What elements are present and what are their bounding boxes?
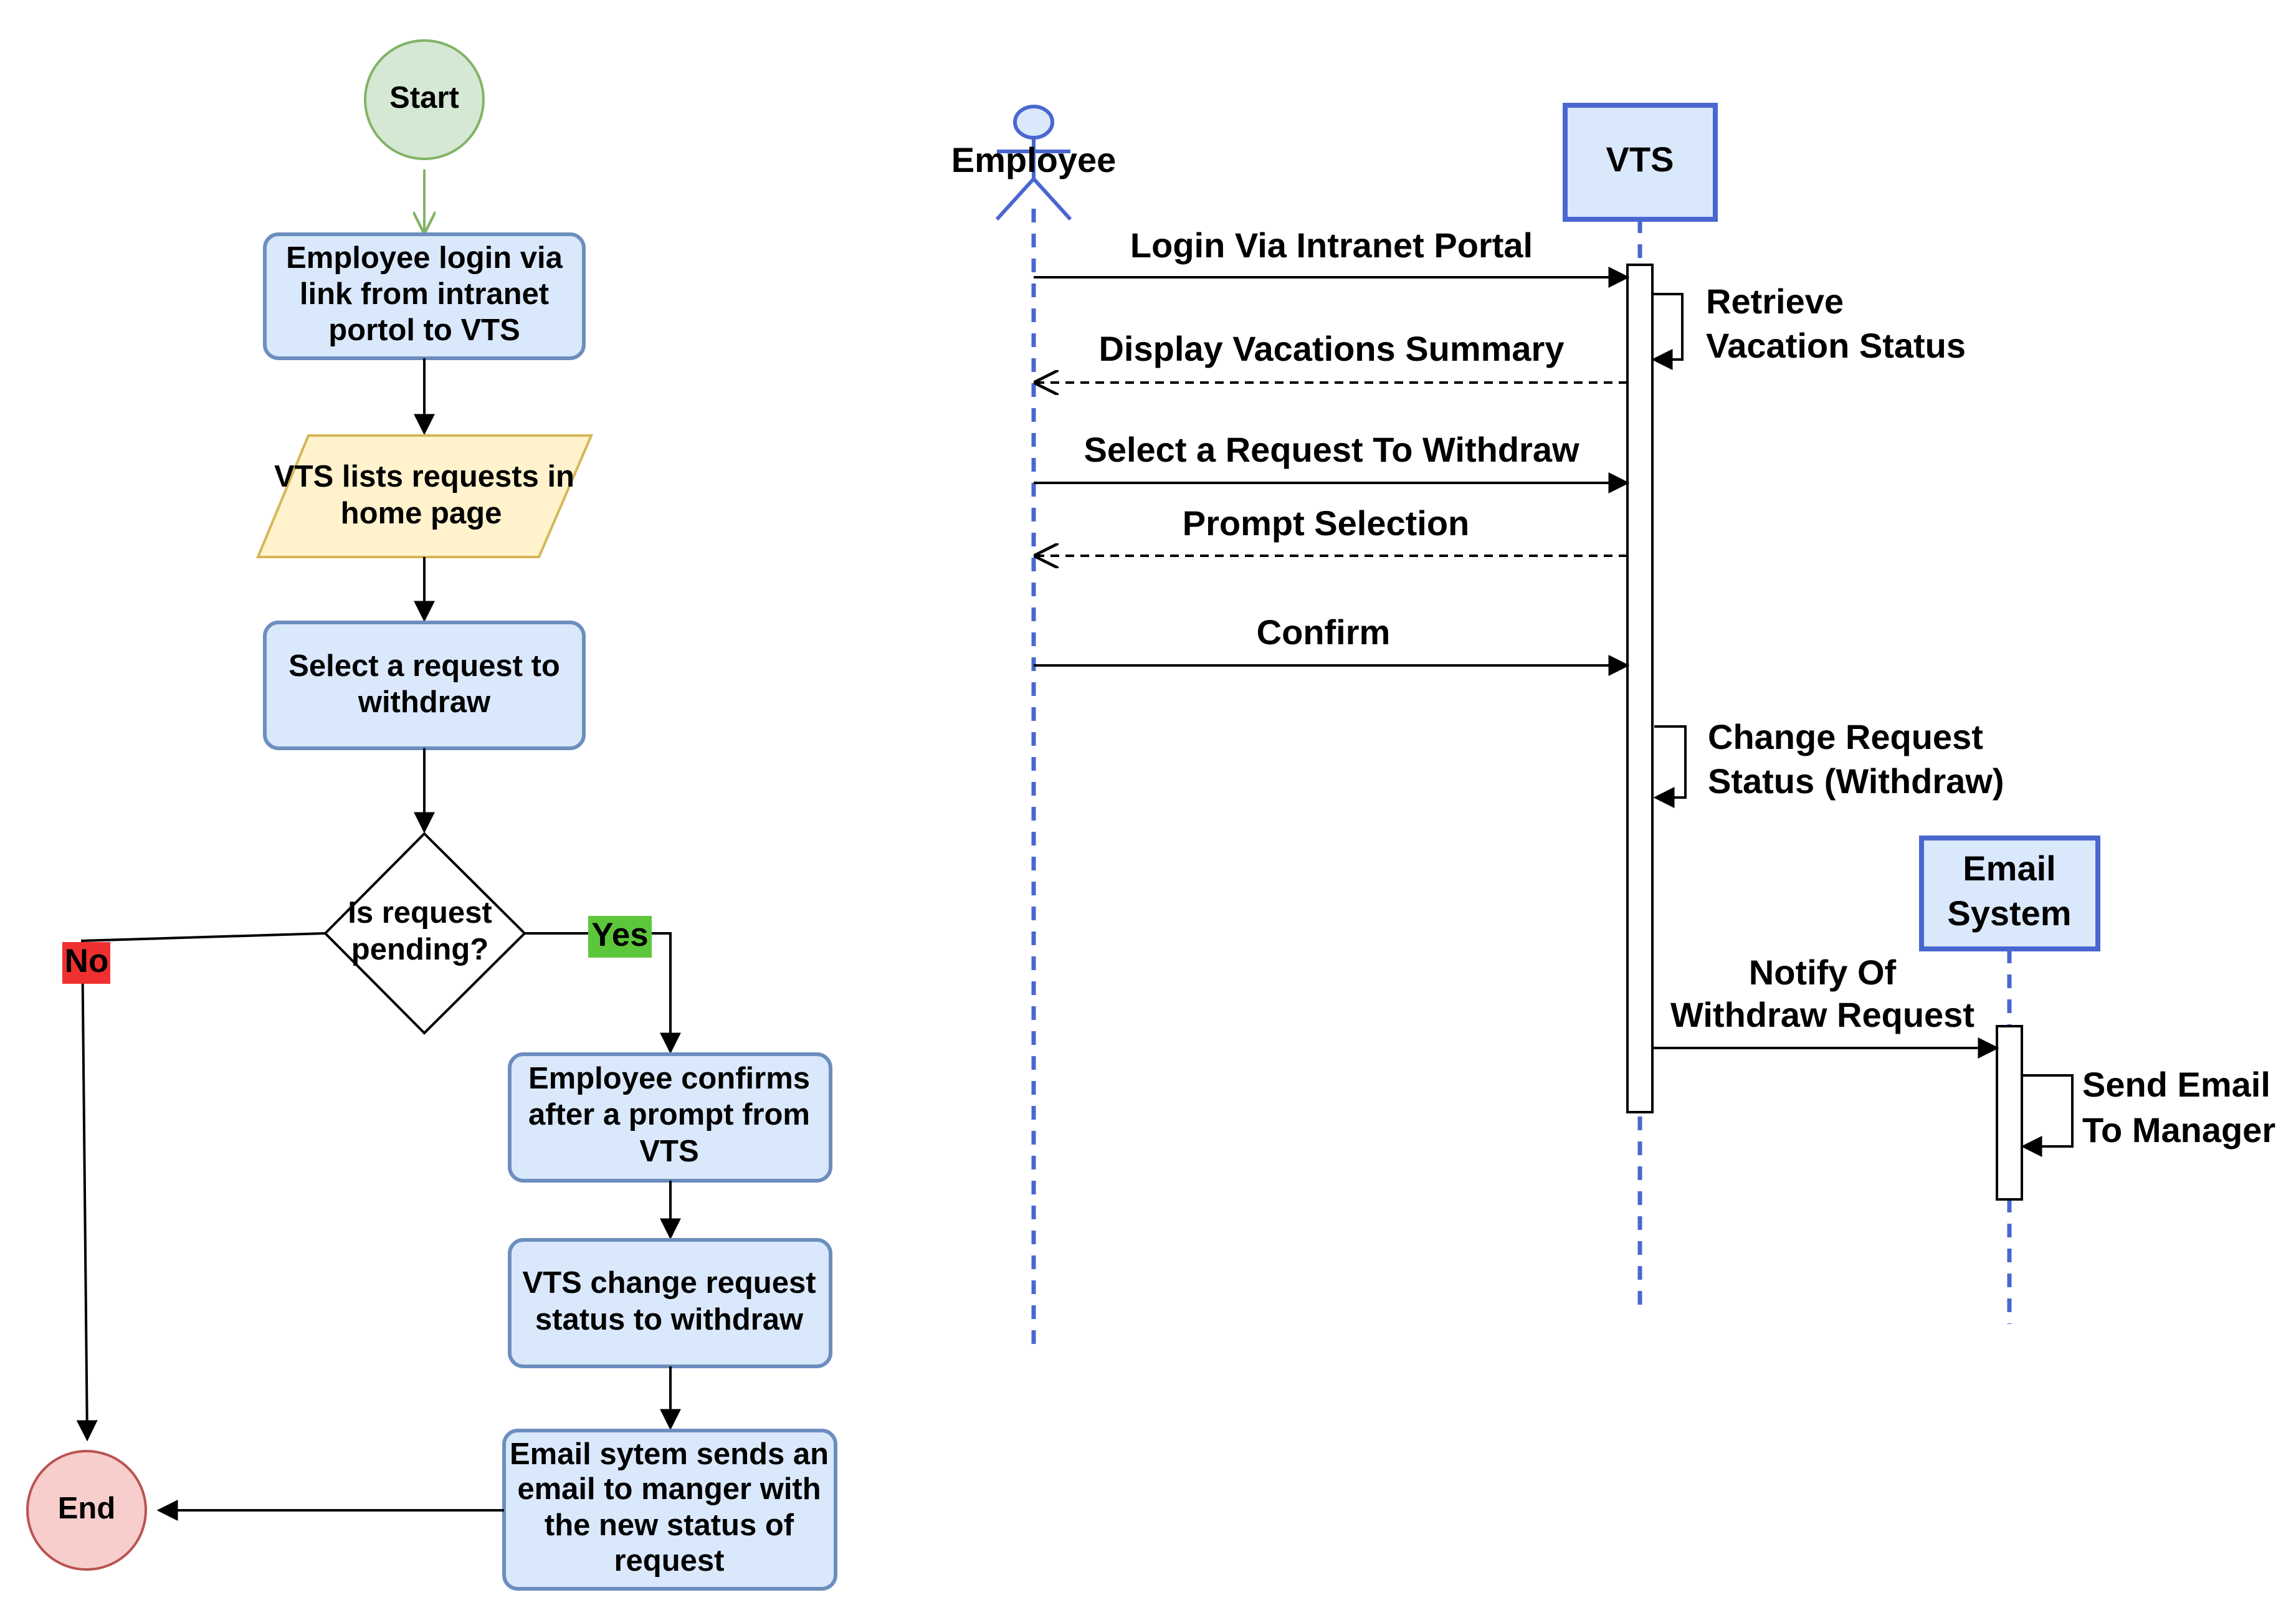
confirm-message: Confirm — [1034, 612, 1630, 676]
list-requests-io: VTS lists requests in home page — [256, 434, 594, 558]
select-message-label: Select a Request To Withdraw — [1084, 430, 1579, 469]
login-line-2: link from intranet — [300, 277, 549, 311]
no-label: No — [65, 943, 109, 979]
select-line-1: Select a request to — [288, 649, 560, 683]
decision-line-1: Is request — [348, 896, 492, 930]
list-requests-shape — [256, 434, 594, 558]
retrieve-line-1: Retrieve — [1706, 282, 1844, 321]
list-line-1: VTS lists requests in — [274, 460, 574, 493]
email-line-4: request — [614, 1544, 724, 1578]
notify-line-2: Withdraw Request — [1670, 995, 1974, 1034]
sequence-diagram: Employee VTS Email System Login Via Intr… — [951, 103, 2275, 1349]
no-branch-edge — [76, 932, 326, 1442]
end-label: End — [58, 1492, 116, 1525]
employee-actor: Employee — [951, 105, 1117, 1349]
change-line-1: VTS change request — [522, 1266, 816, 1300]
flowchart: Start Employee login via link from intra… — [26, 39, 837, 1591]
yes-badge: Yes — [588, 916, 652, 958]
vts-header-label: VTS — [1606, 140, 1674, 179]
login-process: Employee login via link from intranet po… — [263, 232, 586, 360]
yes-branch-edge — [525, 932, 681, 1054]
change-line-2: status to withdraw — [535, 1303, 804, 1336]
change-msg-line-1: Change Request — [1708, 717, 1983, 756]
end-circle — [26, 1450, 147, 1571]
yes-badge-bg — [588, 916, 652, 958]
retrieve-line-2: Vacation Status — [1706, 326, 1966, 365]
email-system-line-1: Email — [1963, 849, 2055, 888]
confirm-line-3: VTS — [639, 1135, 698, 1168]
prompt-message-label: Prompt Selection — [1183, 503, 1470, 543]
yes-label: Yes — [591, 917, 648, 953]
no-badge-bg — [62, 942, 110, 984]
vts-participant: VTS — [1563, 103, 1718, 1316]
start-label: Start — [389, 81, 459, 115]
pending-decision: Is request pending? — [323, 832, 526, 1035]
prompt-message: Prompt Selection — [1036, 503, 1627, 556]
select-line-2: withdraw — [358, 685, 491, 719]
no-badge: No — [62, 942, 110, 984]
change-msg-line-2: Status (Withdraw) — [1708, 761, 2004, 801]
login-line-3: portol to VTS — [328, 313, 520, 347]
notify-message: Notify Of Withdraw Request — [1652, 953, 1999, 1059]
email-activation-bar — [1996, 1025, 2023, 1201]
send-line-2: To Manager — [2082, 1110, 2275, 1150]
confirm-message-label: Confirm — [1257, 612, 1391, 652]
login-line-1: Employee login via — [286, 241, 563, 275]
send-line-1: Send Email — [2082, 1065, 2270, 1104]
employee-actor-label: Employee — [951, 140, 1117, 179]
select-message: Select a Request To Withdraw — [1034, 430, 1630, 493]
confirm-line-2: after a prompt from — [528, 1098, 810, 1131]
login-message-label: Login Via Intranet Portal — [1130, 226, 1533, 265]
stick-figure-icon — [995, 105, 1072, 221]
send-email-self-arrow — [2021, 1074, 2074, 1157]
retrieve-self-arrow — [1651, 293, 1684, 370]
email-system-participant: Email System — [1919, 836, 2100, 1324]
vts-header-box — [1563, 103, 1718, 222]
change-self-message: Change Request Status (Withdraw) — [1653, 717, 2004, 808]
start-circle — [364, 39, 485, 160]
login-message: Login Via Intranet Portal — [1034, 226, 1630, 288]
change-status-process: VTS change request status to withdraw — [508, 1238, 832, 1368]
change-self-arrow — [1653, 725, 1687, 808]
confirm-line-1: Employee confirms — [528, 1062, 810, 1095]
email-line-3: the new status of — [545, 1508, 794, 1542]
end-node: End — [26, 1450, 147, 1571]
email-line-1: Email sytem sends an — [510, 1437, 829, 1471]
vts-activation-bar — [1626, 264, 1654, 1113]
list-line-2: home page — [341, 497, 502, 530]
display-message: Display Vacations Summary — [1036, 329, 1627, 383]
email-process: Email sytem sends an email to manger wit… — [502, 1429, 837, 1591]
email-system-header-box — [1919, 836, 2100, 951]
send-email-self-message: Send Email To Manager — [2021, 1065, 2275, 1157]
start-node: Start — [364, 39, 485, 160]
retrieve-self-message: Retrieve Vacation Status — [1651, 282, 1966, 370]
decision-line-2: pending? — [351, 933, 488, 966]
email-line-2: email to manger with — [517, 1472, 821, 1506]
decision-diamond — [323, 832, 526, 1035]
display-message-label: Display Vacations Summary — [1098, 329, 1564, 368]
email-system-line-2: System — [1947, 893, 2071, 933]
select-request-process: Select a request to withdraw — [263, 621, 586, 750]
confirm-process: Employee confirms after a prompt from VT… — [508, 1052, 832, 1183]
notify-line-1: Notify Of — [1749, 953, 1897, 992]
